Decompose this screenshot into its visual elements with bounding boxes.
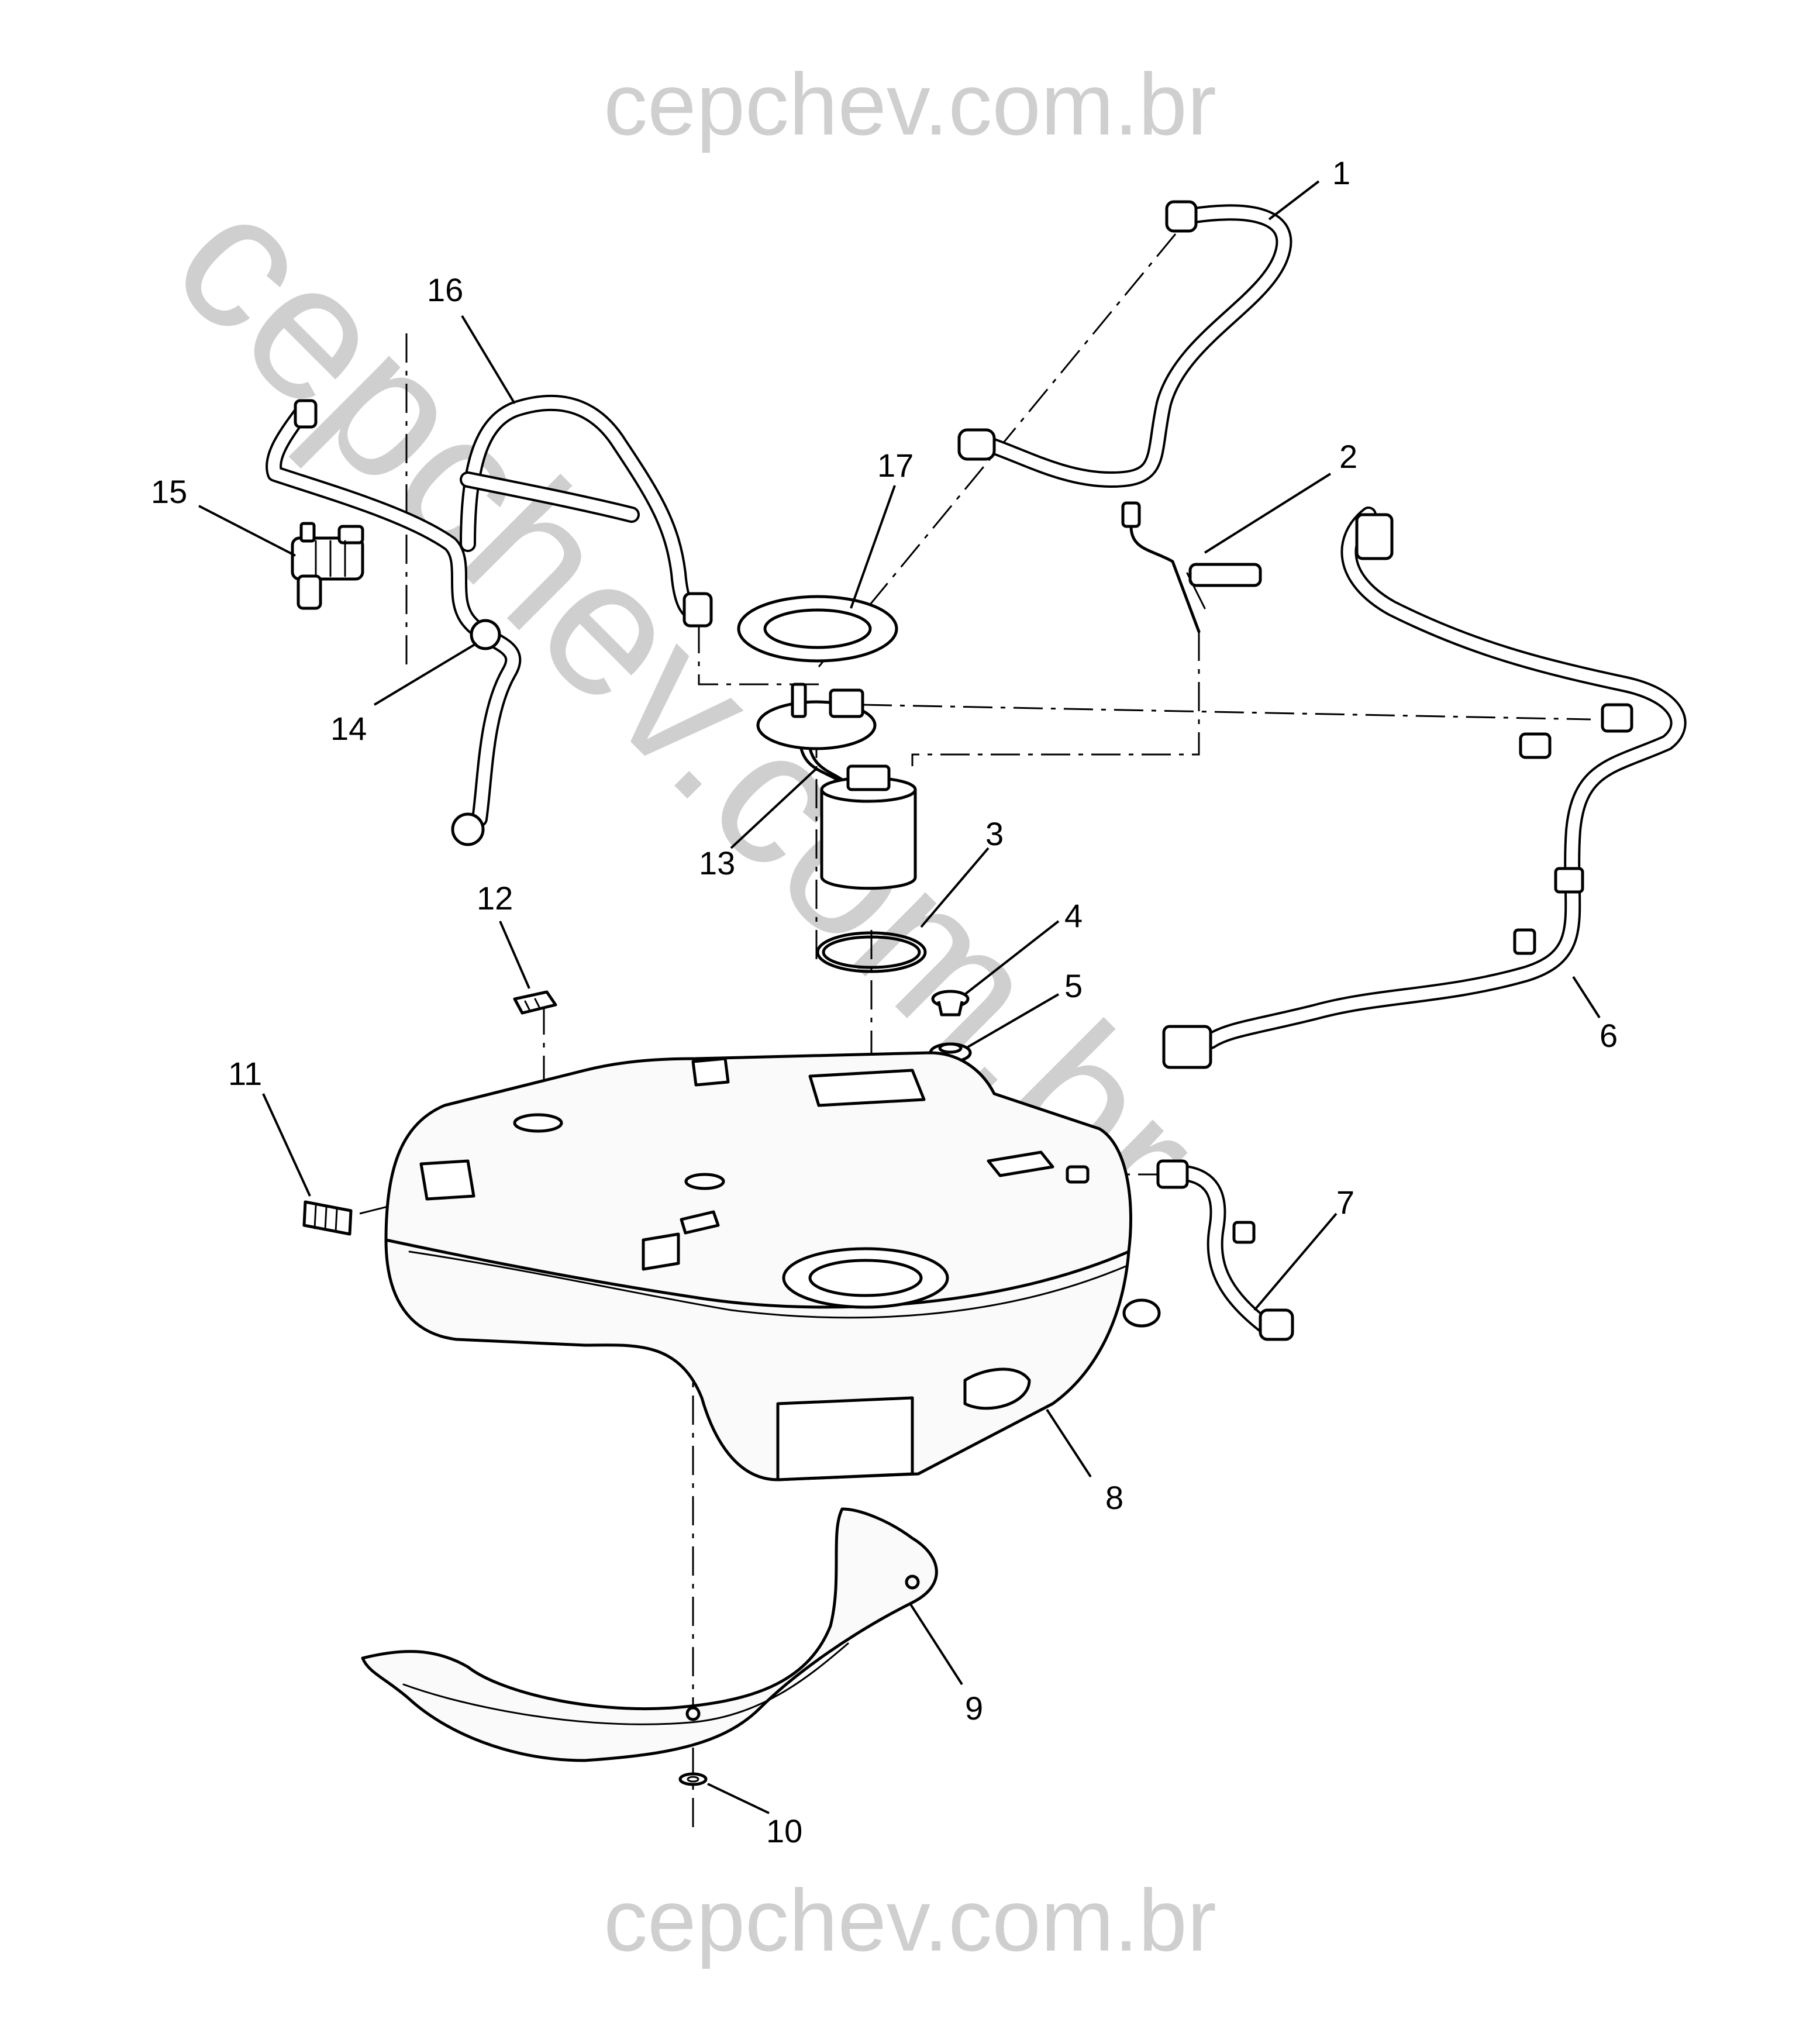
hose-7-tank-fitting	[1156, 1159, 1189, 1189]
callout-3: 3	[985, 815, 1004, 852]
part-1-filler-vent-hose[interactable]	[957, 200, 1292, 488]
part-11-insulator-pad[interactable]	[302, 1200, 353, 1236]
harness-lower-connector	[1162, 1025, 1212, 1069]
watermark-top: cepchev.com.br	[604, 55, 1216, 153]
callout-14: 14	[330, 710, 367, 747]
callout-2: 2	[1339, 438, 1357, 475]
hose-1-lower-fitting	[957, 428, 996, 461]
callout-1: 1	[1332, 154, 1350, 191]
callout-6: 6	[1600, 1017, 1618, 1054]
part-15-evap-canister-vent-valve[interactable]	[291, 522, 364, 610]
callout-7: 7	[1336, 1184, 1354, 1221]
watermark-bottom: cepchev.com.br	[604, 1871, 1216, 1969]
leader-lines	[198, 180, 1601, 1814]
tank-pump-opening	[782, 1247, 949, 1309]
callout-labels: 1 2 3 4 5 6 7 8 9 10 11 12 13 14 15 16 1…	[151, 154, 1618, 1849]
tank-lower-bracket	[776, 1396, 914, 1481]
hose-7-end-fitting	[1259, 1308, 1294, 1341]
callout-13: 13	[699, 845, 735, 881]
center-line-sensor	[911, 632, 1200, 766]
harness-upper-connector	[1355, 513, 1394, 560]
part-10-washer[interactable]	[678, 1772, 708, 1786]
purge-line-clip	[470, 619, 501, 650]
center-line-harness	[862, 704, 1591, 721]
hose-1-upper-fitting	[1165, 200, 1198, 233]
part-4-grommet-cap[interactable]	[931, 990, 970, 1017]
callout-8: 8	[1105, 1479, 1123, 1516]
callout-4: 4	[1064, 897, 1083, 934]
callout-10: 10	[766, 1813, 802, 1849]
part-3-pump-seal-ring[interactable]	[816, 931, 927, 973]
part-16-evap-vapor-line[interactable]	[460, 394, 713, 628]
purge-line-end-fitting	[451, 812, 485, 846]
vapor-line-end-fitting	[682, 592, 713, 628]
center-line-vapor-line	[698, 617, 819, 685]
part-12-insulator-pad[interactable]	[513, 990, 557, 1015]
part-9-heat-shield[interactable]	[361, 1507, 938, 1762]
callout-17: 17	[877, 447, 914, 484]
part-17-fuel-pump-lock-ring[interactable]	[737, 595, 898, 663]
part-2-fuel-level-sensor[interactable]	[1121, 501, 1262, 633]
callout-5: 5	[1064, 967, 1083, 1004]
part-13-fuel-pump-module[interactable]	[756, 683, 917, 890]
callout-16: 16	[427, 271, 463, 308]
part-7-fuel-feed-hose[interactable]	[1066, 1159, 1294, 1341]
tank-oval-port	[963, 1367, 1031, 1410]
callout-12: 12	[477, 880, 513, 916]
callout-11: 11	[228, 1055, 262, 1092]
tank-filler-neck	[1122, 1298, 1161, 1328]
part-8-fuel-tank[interactable]	[384, 1051, 1161, 1481]
callout-9: 9	[965, 1690, 983, 1727]
callout-15: 15	[151, 473, 187, 510]
part-6-wiring-harness[interactable]	[1162, 507, 1687, 1069]
part-14-evap-purge-line[interactable]	[266, 399, 522, 846]
